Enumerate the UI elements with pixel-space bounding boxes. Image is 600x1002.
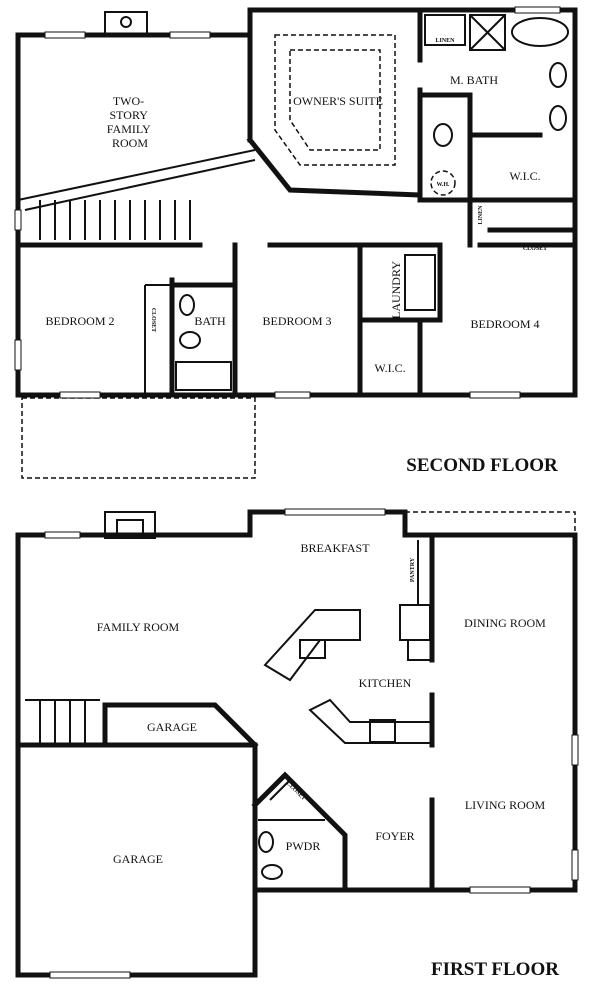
small-garage-label: GARAGE bbox=[147, 720, 197, 734]
garage-label: GARAGE bbox=[113, 852, 163, 866]
kitchen-label: KITCHEN bbox=[359, 676, 412, 690]
linen-label: LINEN bbox=[435, 38, 455, 44]
stairs-first-floor bbox=[25, 699, 100, 745]
bedroom-2-label: BEDROOM 2 bbox=[45, 314, 114, 328]
foyer-label: FOYER bbox=[375, 829, 414, 843]
garage-roof-outline bbox=[21, 397, 256, 479]
master-bath-label: M. BATH bbox=[450, 73, 498, 87]
linen-label-2: LINEN bbox=[478, 205, 484, 225]
first-floor-plan: BREAKFAST PANTRY FAMILY ROOM DINING ROOM… bbox=[15, 508, 579, 980]
bedroom-4-label: BEDROOM 4 bbox=[470, 317, 539, 331]
second-floor-plan: TWO- STORY FAMILY ROOM OWNER'S SUITE M. … bbox=[14, 6, 578, 479]
wic-bed3-label: W.I.C. bbox=[374, 361, 405, 375]
laundry-label: LAUNDRY bbox=[389, 261, 403, 319]
pantry-label: PANTRY bbox=[410, 557, 416, 582]
living-room-label: LIVING ROOM bbox=[465, 798, 546, 812]
stairs bbox=[39, 200, 191, 240]
breakfast-label: BREAKFAST bbox=[300, 541, 370, 555]
closet-bed2-label: CLOSET bbox=[150, 308, 156, 332]
family-room-label: TWO- STORY FAMILY ROOM bbox=[107, 94, 153, 150]
owners-suite-label: OWNER'S SUITE bbox=[293, 94, 383, 108]
closet-label: CLOSET bbox=[523, 246, 547, 252]
tray-ceiling bbox=[274, 34, 396, 166]
second-floor-title: SECOND FLOOR bbox=[406, 455, 558, 476]
dining-room-label: DINING ROOM bbox=[464, 616, 546, 630]
bedroom-3-label: BEDROOM 3 bbox=[262, 314, 331, 328]
master-wic-label: W.I.C. bbox=[509, 169, 540, 183]
water-heater-label: W.H. bbox=[436, 182, 450, 188]
powder-room-label: PWDR bbox=[286, 839, 321, 853]
chimney bbox=[104, 11, 148, 35]
family-room-label-first: FAMILY ROOM bbox=[97, 620, 180, 634]
first-floor-title: FIRST FLOOR bbox=[431, 959, 559, 980]
bath-label: BATH bbox=[194, 314, 226, 328]
